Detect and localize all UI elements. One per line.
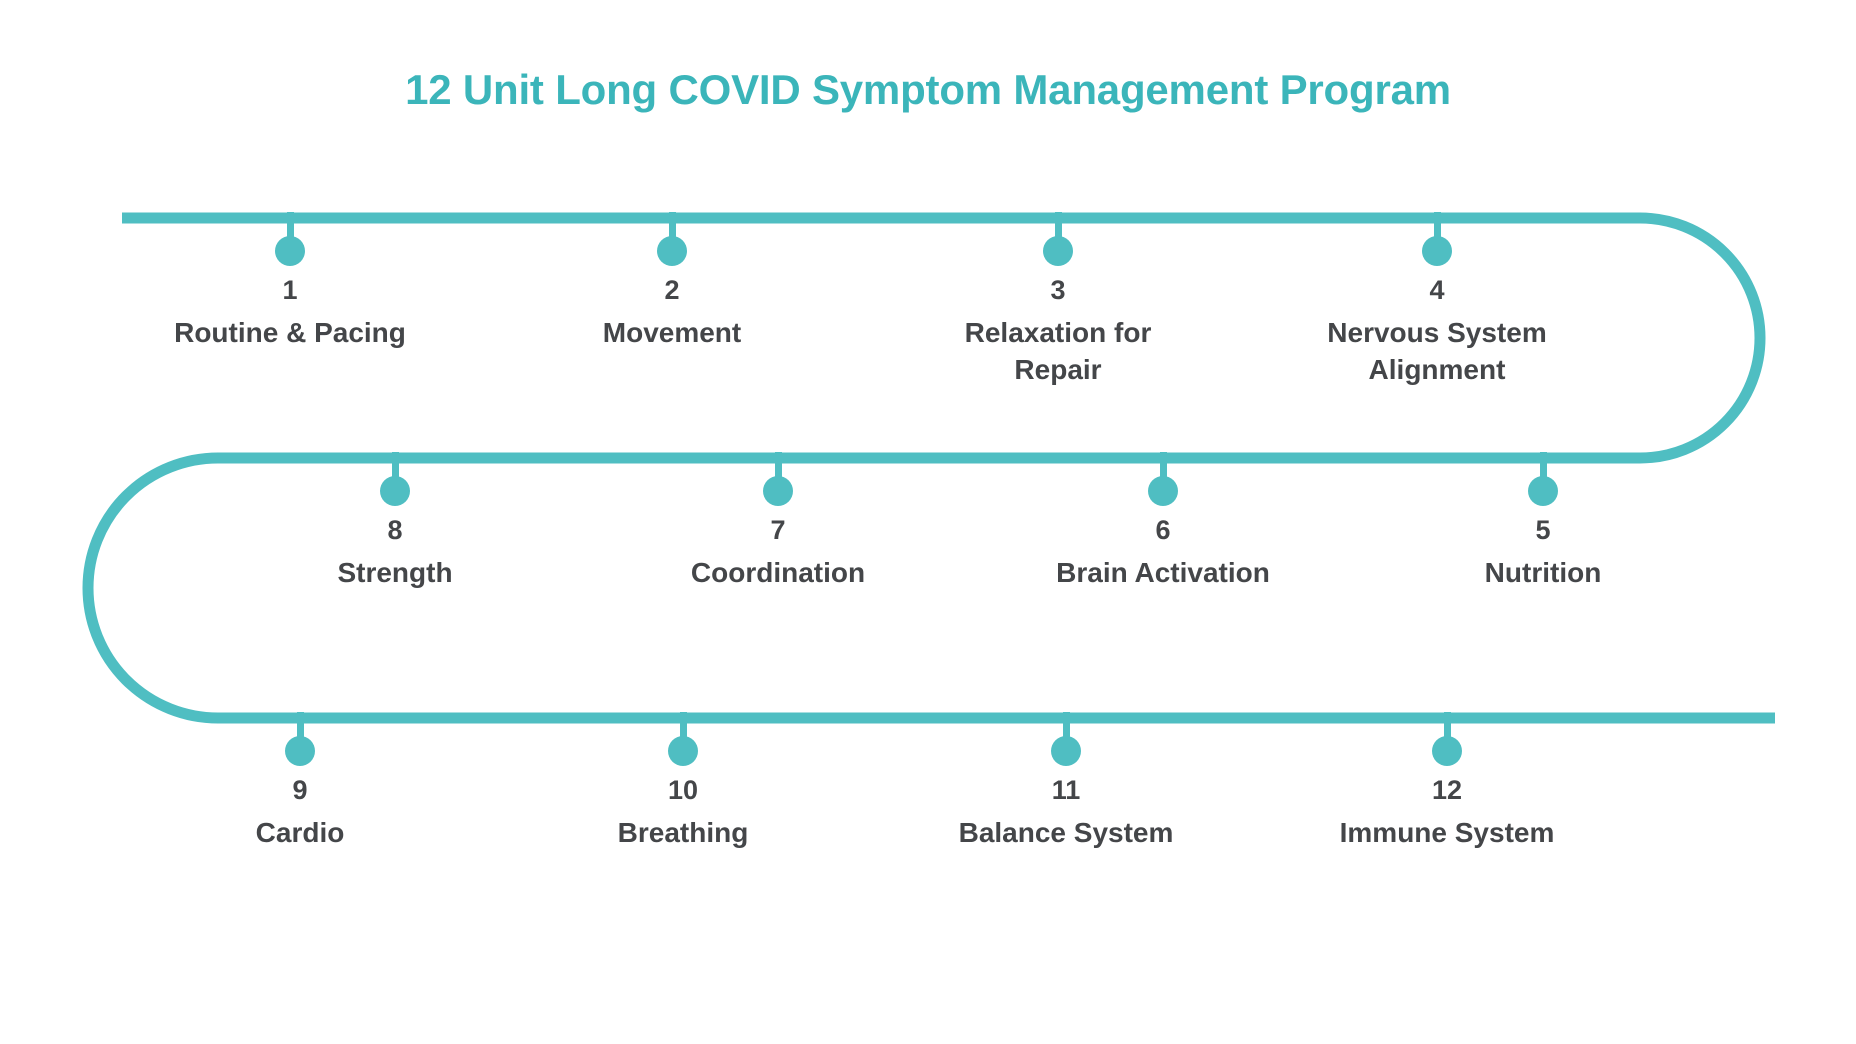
- unit-number-2: 2: [664, 275, 680, 305]
- unit-marker-2[interactable]: 2 Movement: [542, 212, 802, 352]
- unit-label-9: Cardio: [170, 815, 430, 851]
- marker-stem-icon: [286, 212, 294, 238]
- marker-dot-icon: [380, 476, 410, 506]
- unit-label-5: Nutrition: [1413, 555, 1673, 591]
- marker-dot-icon: [1422, 236, 1452, 266]
- marker-dot-icon: [657, 236, 687, 266]
- unit-label-10: Breathing: [553, 815, 813, 851]
- marker-stem-icon: [679, 712, 687, 738]
- unit-number-9: 9: [292, 775, 308, 805]
- page-title: 12 Unit Long COVID Symptom Management Pr…: [405, 66, 1451, 113]
- unit-label-4: Nervous System Alignment: [1312, 315, 1562, 388]
- unit-label-3-line2: Repair: [1014, 353, 1102, 385]
- unit-label-7: Coordination: [648, 555, 908, 591]
- unit-label-6-line1: Brain Activation: [1056, 557, 1270, 589]
- unit-number-11: 11: [1051, 775, 1081, 805]
- unit-marker-9[interactable]: 9 Cardio: [170, 712, 430, 852]
- unit-number-3: 3: [1050, 275, 1066, 305]
- unit-marker-12[interactable]: 12 Immune System: [1317, 712, 1577, 852]
- unit-label-2-line1: Movement: [602, 317, 742, 349]
- unit-label-4-line1: Nervous System: [1327, 317, 1547, 349]
- unit-label-11-line1: Balance System: [958, 817, 1174, 849]
- unit-label-11: Balance System: [936, 815, 1196, 851]
- unit-number-8: 8: [387, 515, 403, 545]
- marker-stem-icon: [1433, 212, 1441, 238]
- unit-number-4: 4: [1429, 275, 1445, 305]
- marker-stem-icon: [668, 212, 676, 238]
- unit-label-12-line1: Immune System: [1339, 817, 1555, 849]
- unit-label-9-line1: Cardio: [255, 817, 345, 849]
- marker-stem-icon: [1443, 712, 1451, 738]
- unit-label-8: Strength: [265, 555, 525, 591]
- marker-dot-icon: [668, 736, 698, 766]
- unit-label-7-line1: Coordination: [690, 557, 866, 589]
- marker-dot-icon: [763, 476, 793, 506]
- unit-marker-6[interactable]: 6 Brain Activation: [1033, 452, 1293, 592]
- marker-dot-icon: [1528, 476, 1558, 506]
- unit-number-5: 5: [1535, 515, 1551, 545]
- unit-number-12: 12: [1431, 775, 1463, 805]
- unit-label-3: Relaxation for Repair: [933, 315, 1183, 388]
- marker-stem-icon: [1062, 712, 1070, 738]
- unit-marker-1[interactable]: 1 Routine & Pacing: [160, 212, 420, 352]
- unit-label-12: Immune System: [1317, 815, 1577, 851]
- marker-stem-icon: [1159, 452, 1167, 478]
- marker-stem-icon: [296, 712, 304, 738]
- unit-label-3-line1: Relaxation for: [964, 317, 1152, 349]
- marker-dot-icon: [1148, 476, 1178, 506]
- unit-label-1-line1: Routine & Pacing: [174, 317, 406, 349]
- marker-dot-icon: [285, 736, 315, 766]
- unit-label-2: Movement: [542, 315, 802, 351]
- unit-marker-10[interactable]: 10 Breathing: [553, 712, 813, 852]
- unit-label-4-line2: Alignment: [1368, 353, 1506, 385]
- unit-label-5-line1: Nutrition: [1484, 557, 1602, 589]
- unit-number-10: 10: [667, 775, 699, 805]
- unit-marker-4[interactable]: 4 Nervous System Alignment: [1312, 212, 1562, 388]
- unit-number-6: 6: [1155, 515, 1171, 545]
- unit-label-10-line1: Breathing: [617, 817, 749, 849]
- unit-number-7: 7: [770, 515, 786, 545]
- marker-stem-icon: [391, 452, 399, 478]
- marker-stem-icon: [774, 452, 782, 478]
- unit-label-8-line1: Strength: [337, 557, 453, 589]
- marker-dot-icon: [275, 236, 305, 266]
- unit-marker-3[interactable]: 3 Relaxation for Repair: [933, 212, 1183, 388]
- unit-number-1: 1: [282, 275, 298, 305]
- unit-marker-8[interactable]: 8 Strength: [265, 452, 525, 592]
- marker-dot-icon: [1051, 736, 1081, 766]
- marker-stem-icon: [1539, 452, 1547, 478]
- unit-label-6: Brain Activation: [1033, 555, 1293, 591]
- unit-marker-11[interactable]: 11 Balance System: [936, 712, 1196, 852]
- unit-marker-5[interactable]: 5 Nutrition: [1413, 452, 1673, 592]
- marker-dot-icon: [1432, 736, 1462, 766]
- unit-marker-7[interactable]: 7 Coordination: [648, 452, 908, 592]
- unit-label-1: Routine & Pacing: [160, 315, 420, 351]
- marker-stem-icon: [1054, 212, 1062, 238]
- marker-dot-icon: [1043, 236, 1073, 266]
